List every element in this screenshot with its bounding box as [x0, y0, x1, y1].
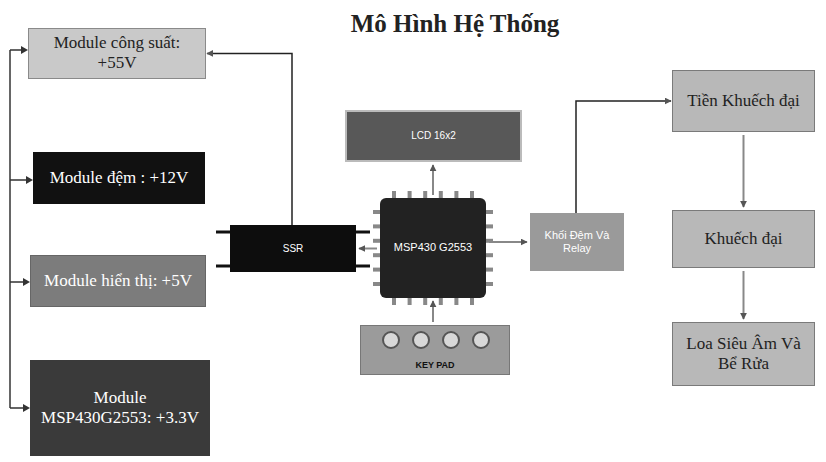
speaker-tank-box: Loa Siêu Âm Và Bể Rửa	[672, 322, 815, 386]
chip-leg	[408, 191, 412, 198]
chip-leg	[392, 298, 396, 305]
chip-leg	[486, 210, 493, 214]
mcu-chip: MSP430 G2553	[380, 198, 486, 298]
key-button	[443, 332, 459, 348]
diagram-title: Mô Hình Hệ Thống	[250, 10, 660, 38]
amp-box: Khuếch đại	[672, 210, 815, 268]
lcd-box: LCD 16x2	[345, 110, 522, 162]
connector-arrow	[432, 301, 434, 322]
buffer-module-box: Module đệm : +12V	[33, 152, 205, 204]
chip-leg	[470, 298, 474, 305]
connector-arrow	[576, 101, 671, 213]
ssr-box: SSR	[230, 225, 356, 272]
chip-leg	[439, 298, 443, 305]
chip-leg	[373, 268, 380, 272]
chip-leg	[454, 191, 458, 198]
chip-leg	[470, 191, 474, 198]
chip-leg	[486, 268, 493, 272]
connector-arrow	[743, 271, 745, 319]
connector-arrow	[432, 165, 434, 195]
node-label: Khuếch đại	[705, 229, 783, 249]
arrowhead	[26, 176, 33, 184]
arrowhead	[23, 278, 30, 286]
node-label: KEY PAD	[415, 360, 454, 371]
arrowhead	[23, 404, 30, 412]
node-label: MSP430 G2553	[394, 241, 472, 254]
chip-leg	[486, 224, 493, 228]
chip-leg	[373, 210, 380, 214]
chip-leg	[486, 282, 493, 286]
node-label: Module công suất: +55V	[37, 33, 197, 74]
chip-leg	[373, 253, 380, 257]
keypad-box: KEY PAD	[360, 325, 510, 375]
node-label: SSR	[283, 243, 304, 255]
chip-leg	[392, 191, 396, 198]
key-button	[473, 332, 489, 348]
key-button	[413, 332, 429, 348]
chip-leg	[423, 191, 427, 198]
mcu-module-box: Module MSP430G2553: +3.3V	[30, 360, 210, 456]
chip-leg	[373, 224, 380, 228]
chip-leg	[373, 282, 380, 286]
arrowhead	[21, 46, 28, 54]
buffer-relay-box: Khối Đệm Và Relay	[530, 213, 624, 271]
node-label: Loa Siêu Âm Và Bể Rửa	[681, 334, 806, 375]
chip-legs	[373, 191, 493, 305]
keypad-buttons	[361, 328, 511, 354]
bus-arrowheads	[21, 46, 33, 412]
display-module-box: Module hiển thị: +5V	[30, 255, 206, 307]
node-label: LCD 16x2	[411, 130, 455, 142]
connector-arrow	[489, 241, 527, 243]
chip-leg	[486, 253, 493, 257]
chip-leg	[373, 239, 380, 243]
chip-leg	[423, 298, 427, 305]
chip-leg	[439, 191, 443, 198]
connector-arrow	[359, 248, 377, 250]
power-bus	[10, 50, 29, 408]
chip-leg	[454, 298, 458, 305]
node-label: Khối Đệm Và Relay	[538, 229, 616, 255]
node-label: Module MSP430G2553: +3.3V	[38, 388, 202, 429]
power-module-box: Module công suất: +55V	[28, 28, 206, 79]
connector-arrow	[207, 53, 292, 225]
node-label: Module hiển thị: +5V	[44, 271, 192, 291]
key-button	[383, 332, 399, 348]
connector-arrow	[743, 135, 745, 207]
bus-line	[9, 50, 11, 408]
bus-branches	[10, 50, 29, 408]
preamp-box: Tiền Khuếch đại	[672, 70, 815, 132]
node-label: Module đệm : +12V	[50, 168, 189, 188]
chip-leg	[408, 298, 412, 305]
node-label: Tiền Khuếch đại	[687, 91, 800, 111]
